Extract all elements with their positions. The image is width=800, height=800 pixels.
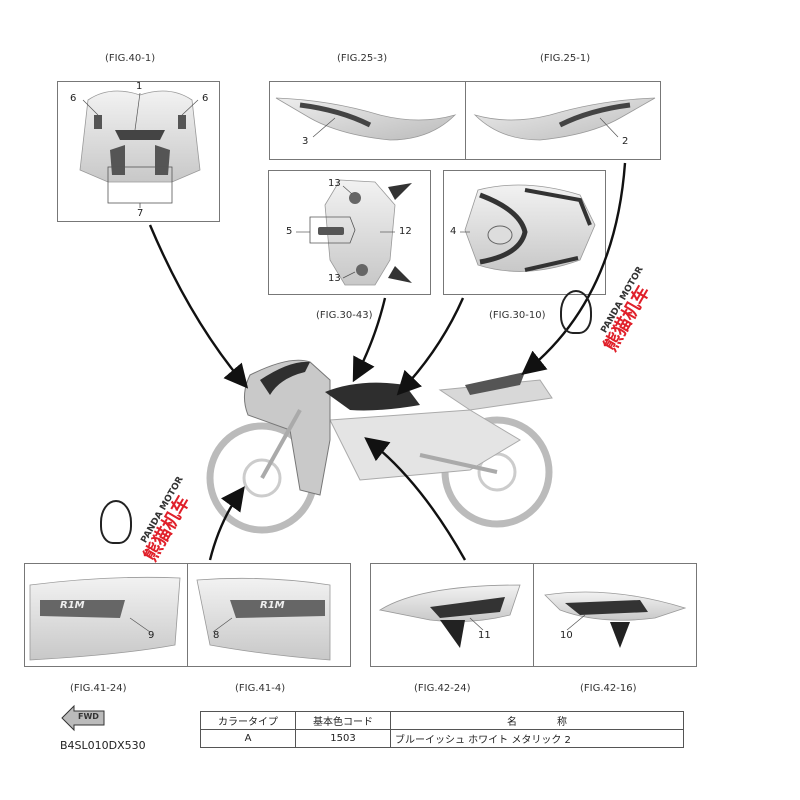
- side-panel-right-part: [196, 577, 331, 661]
- watermark-bottom: PANDA MOTOR 熊猫机车: [100, 475, 195, 570]
- seat-cowl-part: [296, 179, 412, 286]
- decal-text-left: R1M: [60, 600, 85, 611]
- callout-10: 10: [560, 630, 573, 641]
- motorcycle: [206, 359, 553, 534]
- panda-logo-icon: [560, 290, 592, 334]
- callout-12: 12: [399, 226, 412, 237]
- callout-13-bottom: 13: [328, 273, 341, 284]
- fig-label-41-24: (FIG.41-24): [70, 683, 127, 694]
- callout-6-right: 6: [202, 93, 209, 104]
- divider-fig-42: [533, 563, 534, 667]
- watermark-top: PANDA MOTOR 熊猫机车: [560, 265, 655, 360]
- lower-panel-left-part: [378, 584, 521, 648]
- lower-panel-right-part: [544, 591, 687, 648]
- callout-1: 1: [136, 81, 143, 92]
- fig-label-42-24: (FIG.42-24): [414, 683, 471, 694]
- side-panel-left-part: [29, 576, 181, 661]
- fuel-tank-part: [460, 184, 596, 272]
- callout-8: 8: [213, 630, 220, 641]
- header-color-type: カラータイプ: [200, 711, 296, 730]
- callout-4: 4: [450, 226, 457, 237]
- fig-label-41-4: (FIG.41-4): [235, 683, 286, 694]
- side-cover-right-part: [473, 97, 656, 141]
- callout-11: 11: [478, 630, 491, 641]
- divider-fig-41: [187, 563, 188, 667]
- callout-3: 3: [302, 136, 309, 147]
- table-row: A 1503 ブルーイッシュ ホワイト メタリック 2: [200, 729, 684, 748]
- header-base-color-code: 基本色コード: [295, 711, 391, 730]
- cell-name: ブルーイッシュ ホワイト メタリック 2: [390, 729, 684, 748]
- fwd-arrow-icon: [61, 704, 105, 732]
- fig-label-30-43: (FIG.30-43): [316, 310, 373, 321]
- fig-label-25-1: (FIG.25-1): [540, 53, 591, 64]
- leader-arrows: [148, 162, 627, 561]
- callout-9: 9: [148, 630, 155, 641]
- fig-label-30-10: (FIG.30-10): [489, 310, 546, 321]
- callout-5: 5: [286, 226, 293, 237]
- diagram-code: B4SL010DX530: [60, 739, 146, 752]
- color-table-header: カラータイプ 基本色コード 名 称: [200, 711, 684, 730]
- callout-7: 7: [137, 208, 144, 219]
- panda-logo-icon: [100, 500, 132, 544]
- fwd-label: FWD: [78, 712, 99, 721]
- callout-13-top: 13: [328, 178, 341, 189]
- callout-2: 2: [622, 136, 629, 147]
- divider-fig-25: [465, 81, 466, 160]
- cell-color-type: A: [200, 729, 296, 748]
- header-name: 名 称: [390, 711, 684, 730]
- decal-text-right: R1M: [260, 600, 285, 611]
- fig-label-25-3: (FIG.25-3): [337, 53, 388, 64]
- fig-label-42-16: (FIG.42-16): [580, 683, 637, 694]
- callout-6-left: 6: [70, 93, 77, 104]
- side-cover-left-part: [275, 97, 457, 141]
- fig-label-40-1: (FIG.40-1): [105, 53, 156, 64]
- cell-base-color-code: 1503: [295, 729, 391, 748]
- windscreen-part: [79, 90, 201, 208]
- color-table: カラータイプ 基本色コード 名 称 A 1503 ブルーイッシュ ホワイト メタ…: [200, 711, 684, 748]
